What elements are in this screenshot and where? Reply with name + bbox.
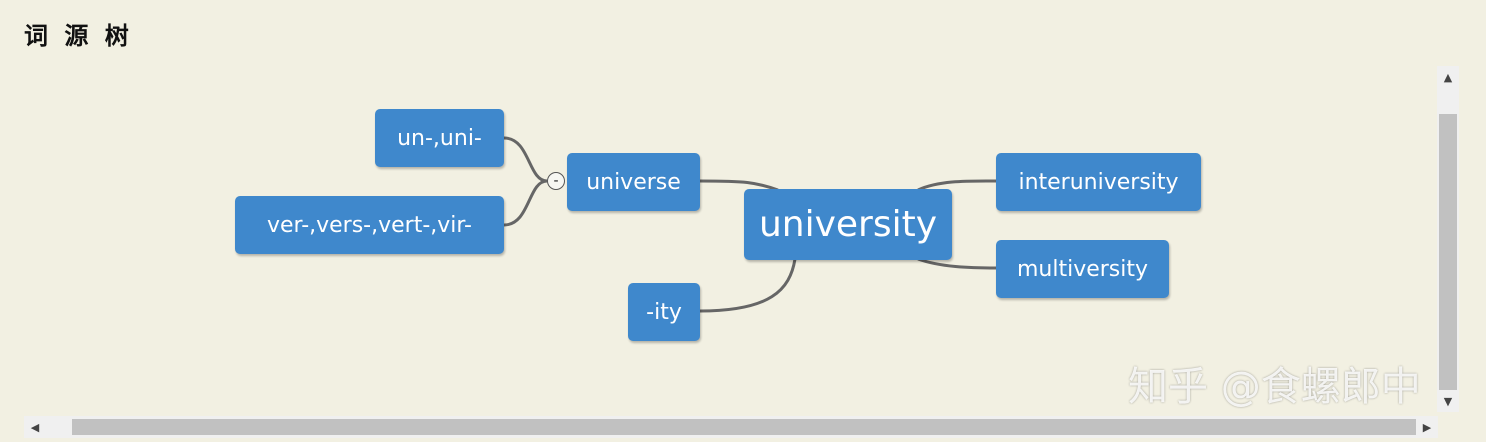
scroll-left-icon[interactable]: ◀: [30, 420, 40, 434]
edge-ity-university: [699, 258, 797, 313]
node-university-root[interactable]: university: [744, 189, 952, 260]
edge-ununi-universe: [503, 136, 548, 183]
edge-university-interuniversity: [917, 179, 997, 192]
node-ity[interactable]: -ity: [628, 283, 700, 341]
scroll-up-icon[interactable]: ▲: [1437, 66, 1459, 88]
vertical-scrollbar[interactable]: ▲ ▼: [1437, 66, 1459, 412]
edge-university-multiversity: [917, 257, 997, 270]
horizontal-scrollbar[interactable]: ◀ ▶: [24, 416, 1438, 438]
edge-universe-university: [699, 179, 779, 192]
scroll-right-icon[interactable]: ▶: [1422, 420, 1432, 434]
panel-title: 词 源 树: [24, 22, 133, 50]
scroll-down-icon[interactable]: ▼: [1437, 390, 1459, 412]
horizontal-scroll-thumb[interactable]: [72, 419, 1416, 435]
vertical-scroll-thumb[interactable]: [1439, 114, 1457, 390]
edge-ver-universe: [503, 179, 548, 227]
node-un-uni[interactable]: un-,uni-: [375, 109, 504, 167]
node-interuniversity[interactable]: interuniversity: [996, 153, 1201, 211]
node-universe[interactable]: universe: [567, 153, 700, 211]
node-ver-vers-vert-vir[interactable]: ver-,vers-,vert-,vir-: [235, 196, 504, 254]
collapse-toggle-universe[interactable]: -: [547, 172, 565, 190]
node-multiversity[interactable]: multiversity: [996, 240, 1169, 298]
